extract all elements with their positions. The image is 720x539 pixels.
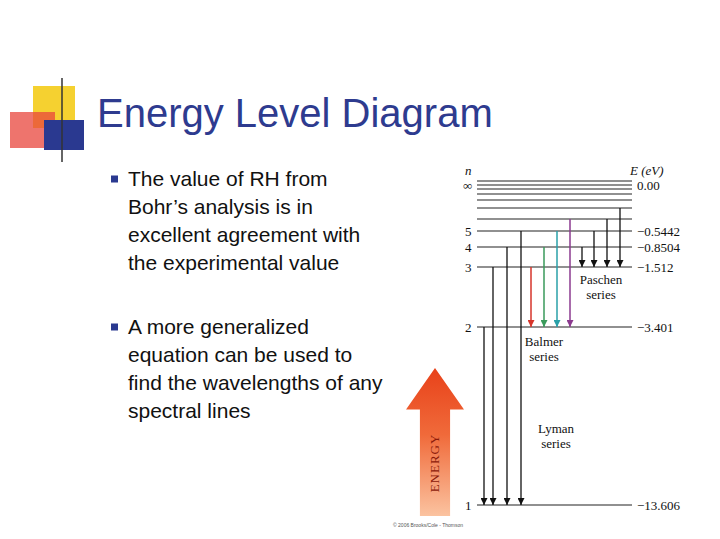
energy-level: [477, 326, 632, 327]
copyright-note: © 2006 Brooks/Cole - Thomson: [393, 522, 463, 528]
transition-arrow: [506, 247, 507, 505]
transition-arrow: [483, 327, 484, 505]
energy-value: −0.8504: [637, 240, 680, 255]
energy-level: [477, 184, 632, 185]
energy-levels: [477, 181, 632, 505]
transition-arrow: [581, 247, 582, 267]
energy-value: −3.401: [637, 320, 674, 335]
energy-value: −0.5442: [637, 224, 680, 239]
energy-level: [477, 218, 632, 219]
lyman-transitions: [484, 231, 521, 505]
transition-arrow: [530, 267, 532, 327]
energy-value: −13.606: [637, 498, 680, 513]
bullet-marker: [111, 324, 118, 331]
energy-level: [477, 193, 632, 194]
balmer-transitions: [531, 219, 570, 327]
transition-arrow: [543, 247, 545, 327]
series-label: Lyman series: [526, 421, 586, 451]
energy-level: [477, 266, 632, 267]
paschen-transitions: [582, 208, 620, 267]
series-label: Balmer series: [514, 334, 574, 364]
bullet-marker: [111, 176, 118, 183]
axis-header: E (eV): [630, 163, 664, 178]
arrow-label: ENERGY: [427, 433, 443, 492]
energy-level: [477, 504, 632, 505]
energy-level: [477, 180, 632, 181]
title-rule: [40, 141, 680, 143]
energy-level: [477, 188, 632, 189]
transition-arrow: [520, 231, 521, 505]
axis-header: n: [465, 163, 472, 178]
energy-value: −1.512: [637, 260, 674, 275]
transition-arrow: [619, 208, 620, 267]
blue-square: [44, 120, 84, 150]
energy-value: 0.00: [637, 178, 660, 193]
series-label: Paschen series: [571, 272, 631, 302]
energy-level: [477, 207, 632, 208]
bullet-text: The value of RH from Bohr’s analysis is …: [128, 165, 386, 277]
energy-arrow: ENERGY: [406, 368, 464, 516]
level-number: 1: [465, 498, 472, 513]
level-number: 2: [465, 320, 472, 335]
transition-arrow: [556, 231, 558, 327]
slide-title: Energy Level Diagram: [97, 90, 493, 136]
decor-squares: [10, 78, 680, 162]
energy-level: [477, 199, 632, 200]
bullet-text: A more generalized equation can be used …: [128, 313, 386, 425]
transition-arrow: [569, 219, 571, 327]
transition-arrow: [593, 231, 594, 267]
energy-level: [477, 246, 632, 247]
energy-level: [477, 230, 632, 231]
transition-arrow: [492, 267, 493, 505]
level-number: 3: [465, 260, 472, 275]
transition-arrow: [606, 219, 607, 267]
level-number: 5: [465, 224, 472, 239]
level-number: ∞: [463, 178, 472, 193]
decor-line: [61, 78, 63, 162]
arrow-body: [406, 368, 464, 516]
level-number: 4: [465, 240, 472, 255]
